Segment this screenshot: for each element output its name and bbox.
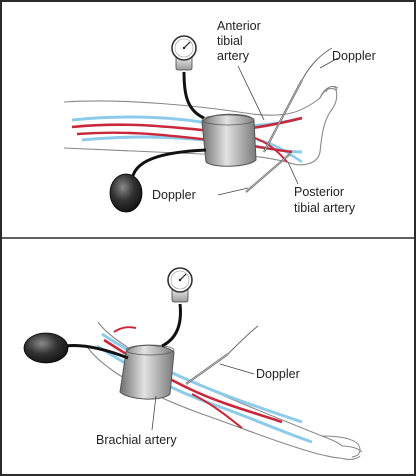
anterior-tibial-label-1: Anterior [217,19,261,33]
posterior-tibial-label-2: tibial artery [294,201,356,215]
doppler-label-top-right: Doppler [332,49,376,63]
leg-cuff [202,114,256,166]
leg-bulb-tube [132,150,206,182]
anterior-tibial-label-3: artery [217,49,250,63]
brachial-artery-label: Brachial artery [96,433,177,447]
arm-cuff [120,345,174,399]
leader-posterior-tibial [288,162,298,184]
posterior-tibial-label-1: Posterior [294,185,344,199]
arm-bulb [24,333,68,363]
leg-outline [64,88,337,164]
leg-pressure-gauge [172,36,196,70]
leg-bulb [110,174,142,212]
arm-artery [114,327,136,332]
arm-pressure-gauge [168,268,192,302]
leg-illustration: Anterior tibial artery Doppler Doppler P… [64,19,376,215]
doppler-label-top-left: Doppler [152,188,196,202]
leader-doppler-bottom [220,364,254,374]
anterior-tibial-label-2: tibial [217,34,243,48]
leader-doppler-top-left [218,188,248,195]
doppler-label-bottom: Doppler [256,367,300,381]
arm-gauge-tube [162,304,180,346]
arm-bulb-tube [66,346,128,359]
arm-doppler-cable [228,326,258,354]
leader-brachial-artery [152,396,156,430]
arm-illustration: Doppler Brachial artery [24,268,362,459]
